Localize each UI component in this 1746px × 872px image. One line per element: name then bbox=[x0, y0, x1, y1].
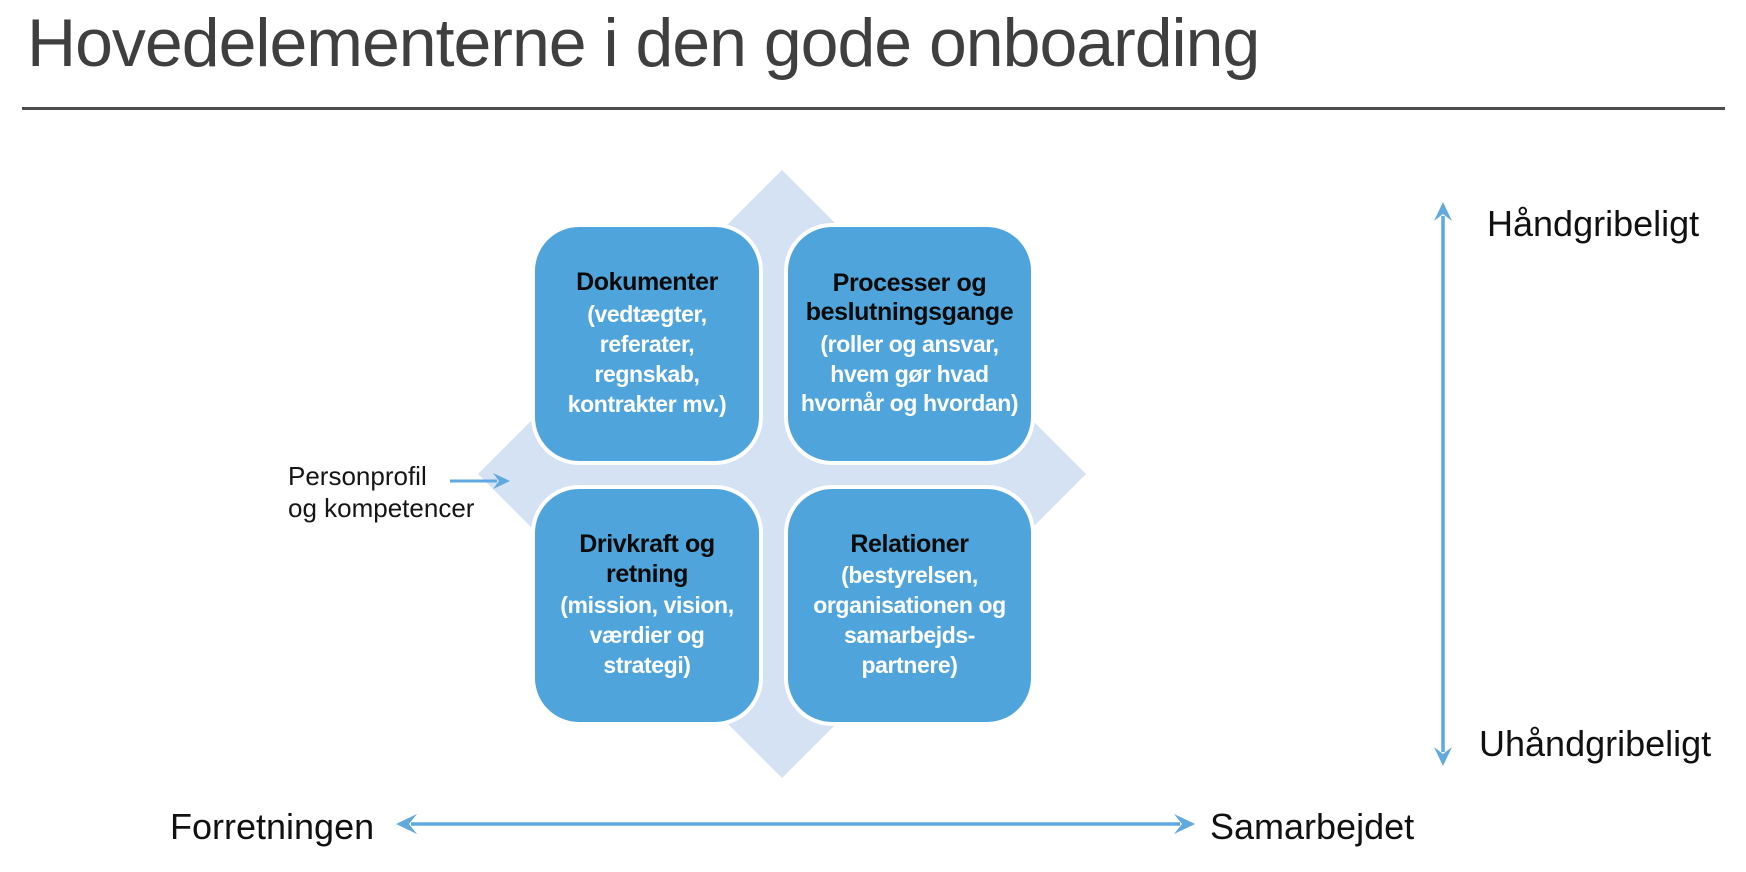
quadrant-detail: (mission, vision, værdier og strategi) bbox=[560, 592, 734, 678]
quadrant-heading: Drivkraft og retning bbox=[579, 530, 715, 588]
quadrant-heading: Dokumenter bbox=[576, 268, 718, 297]
quadrant-detail: (roller og ansvar, hvem gør hvad hvornår… bbox=[800, 330, 1019, 417]
page-title: Hovedelementerne i den gode onboarding bbox=[27, 5, 1260, 81]
title-divider bbox=[22, 107, 1725, 110]
axis-label-samarbejdet: Samarbejdet bbox=[1210, 806, 1415, 847]
axis-label-uhaandgribeligt: Uhåndgribeligt bbox=[1479, 723, 1712, 764]
quadrant-heading: Processer og beslutningsgange bbox=[805, 268, 1014, 327]
quadrant-relationer: Relationer (bestyrelsen, organisationen … bbox=[784, 485, 1035, 726]
quadrant-drivkraft: Drivkraft og retning (mission, vision, v… bbox=[531, 485, 763, 726]
axis-label-forretningen: Forretningen bbox=[170, 806, 375, 847]
axis-label-haandgribeligt: Håndgribeligt bbox=[1487, 203, 1700, 244]
quadrant-processer: Processer og beslutningsgange (roller og… bbox=[784, 223, 1035, 465]
quadrant-detail: (bestyrelsen, organisationen og samarbej… bbox=[813, 562, 1006, 679]
horizontal-axis-arrow-icon bbox=[396, 814, 1195, 834]
quadrant-heading: Relationer bbox=[850, 529, 969, 558]
vertical-axis-arrow-icon bbox=[1434, 202, 1452, 766]
quadrant-detail: (vedtægter, referater, regnskab, kontrak… bbox=[567, 300, 727, 417]
annotation-personprofil: Personprofil og kompetencer bbox=[288, 461, 475, 523]
quadrant-dokumenter: Dokumenter (vedtægter, referater, regnsk… bbox=[531, 223, 763, 465]
